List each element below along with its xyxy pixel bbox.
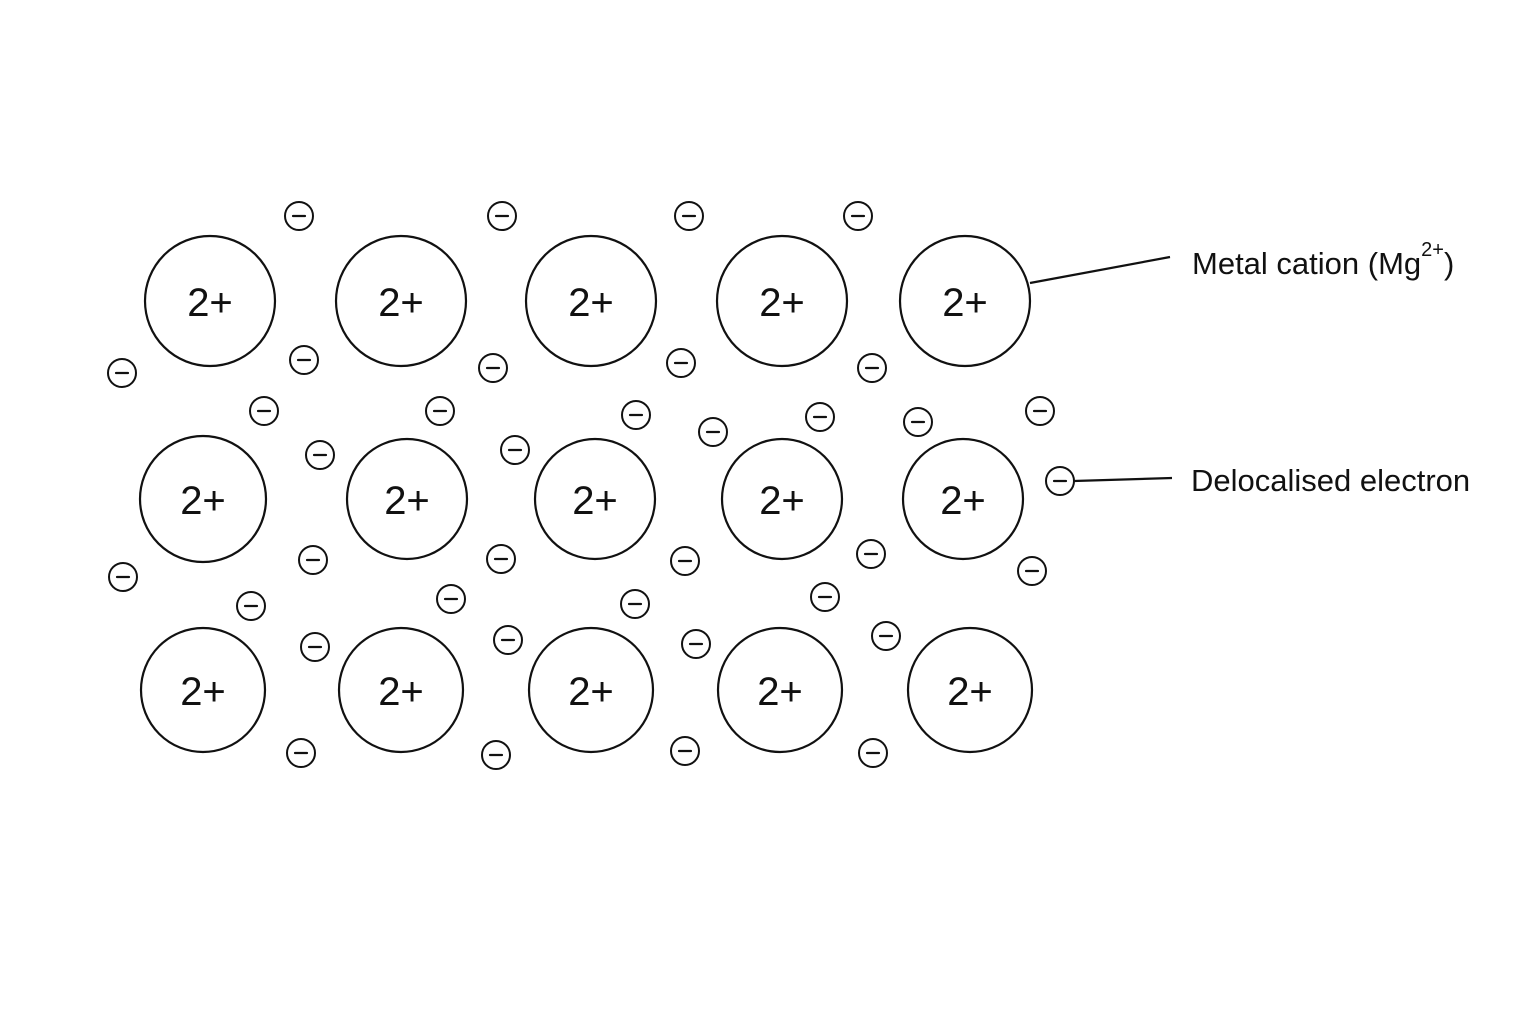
- metal-cation: 2+: [337, 626, 465, 754]
- delocalised-electron: [493, 625, 523, 655]
- delocalised-electron: [681, 629, 711, 659]
- cation-circle: [901, 437, 1025, 561]
- cation-circle: [139, 626, 267, 754]
- metal-cation: 2+: [334, 234, 468, 368]
- metal-cation: 2+: [720, 437, 844, 561]
- cation-charge-label: 2+: [757, 670, 803, 714]
- delocalised-electron: [481, 740, 511, 770]
- metal-cation: 2+: [138, 434, 268, 564]
- cation-circle: [906, 626, 1034, 754]
- delocalised-electron: [871, 621, 901, 651]
- delocalised-electron: [670, 546, 700, 576]
- delocalised-electron: [858, 738, 888, 768]
- delocalised-electron: [486, 544, 516, 574]
- delocalised-electron: [856, 539, 886, 569]
- metal-cation: 2+: [533, 437, 657, 561]
- delocalised-electron: [805, 402, 835, 432]
- cation-circle: [345, 437, 469, 561]
- metal-cation: 2+: [901, 437, 1025, 561]
- cation-charge-label: 2+: [572, 479, 618, 523]
- delocalised-electron: [289, 345, 319, 375]
- metal-cation: 2+: [527, 626, 655, 754]
- delocalised-electron: [286, 738, 316, 768]
- delocalised-electron: [500, 435, 530, 465]
- cation-charge-label: 2+: [568, 670, 614, 714]
- delocalised-electron: [857, 353, 887, 383]
- delocalised-electron: [249, 396, 279, 426]
- metal-cation: 2+: [524, 234, 658, 368]
- cation-circle: [720, 437, 844, 561]
- delocalised-electron: [300, 632, 330, 662]
- metal-cation: 2+: [345, 437, 469, 561]
- delocalised-electron: [1045, 466, 1075, 496]
- delocalised-electron: [810, 582, 840, 612]
- delocalised-electron: [487, 201, 517, 231]
- cation-circle: [716, 626, 844, 754]
- cation-circle: [527, 626, 655, 754]
- cation-circle: [533, 437, 657, 561]
- delocalised-electron: [425, 396, 455, 426]
- metal-cation: 2+: [139, 626, 267, 754]
- delocalised-electron: [284, 201, 314, 231]
- cation-lattice: 2+ 2+ 2+ 2+ 2+ 2+ 2+ 2+ 2+ 2+ 2+ 2+ 2+ 2+ 2+: [138, 234, 1034, 754]
- delocalised-electron: [305, 440, 335, 470]
- delocalised-electron: [670, 736, 700, 766]
- cation-charge-label: 2+: [187, 281, 233, 325]
- delocalised-electron: [236, 591, 266, 621]
- cation-label: Metal cation (Mg2+): [1192, 239, 1455, 281]
- delocalised-electron: [107, 358, 137, 388]
- delocalised-electron: [1017, 556, 1047, 586]
- metal-cation: 2+: [716, 626, 844, 754]
- cation-charge-label: 2+: [180, 670, 226, 714]
- metal-cation: 2+: [906, 626, 1034, 754]
- delocalised-electron: [903, 407, 933, 437]
- cation-circle: [334, 234, 468, 368]
- cation-charge-label: 2+: [940, 479, 986, 523]
- delocalised-electron: [298, 545, 328, 575]
- electron-leader-line: [1073, 476, 1173, 483]
- cation-charge-label: 2+: [942, 281, 988, 325]
- cation-circle: [898, 234, 1032, 368]
- delocalised-electron: [436, 584, 466, 614]
- delocalised-electron: [1025, 396, 1055, 426]
- delocalised-electron: [698, 417, 728, 447]
- cation-charge-label: 2+: [568, 281, 614, 325]
- cation-charge-label: 2+: [384, 479, 430, 523]
- cation-charge-label: 2+: [759, 281, 805, 325]
- cation-circle: [143, 234, 277, 368]
- delocalised-electron: [478, 353, 508, 383]
- cation-leader-line: [1029, 255, 1171, 285]
- cation-circle: [138, 434, 268, 564]
- cation-circle: [337, 626, 465, 754]
- cation-circle: [715, 234, 849, 368]
- metal-cation: 2+: [898, 234, 1032, 368]
- cation-circle: [524, 234, 658, 368]
- cation-charge-label: 2+: [759, 479, 805, 523]
- cation-charge-label: 2+: [378, 670, 424, 714]
- delocalised-electron: [666, 348, 696, 378]
- delocalised-electron: [674, 201, 704, 231]
- electron-label: Delocalised electron: [1191, 463, 1471, 498]
- delocalised-electron: [620, 589, 650, 619]
- delocalised-electron: [621, 400, 651, 430]
- cation-charge-label: 2+: [180, 479, 226, 523]
- delocalised-electron: [108, 562, 138, 592]
- delocalised-electron: [843, 201, 873, 231]
- cation-charge-label: 2+: [378, 281, 424, 325]
- metal-cation: 2+: [143, 234, 277, 368]
- cation-label-charge: 2+: [1421, 239, 1444, 261]
- metal-cation: 2+: [715, 234, 849, 368]
- cation-charge-label: 2+: [947, 670, 993, 714]
